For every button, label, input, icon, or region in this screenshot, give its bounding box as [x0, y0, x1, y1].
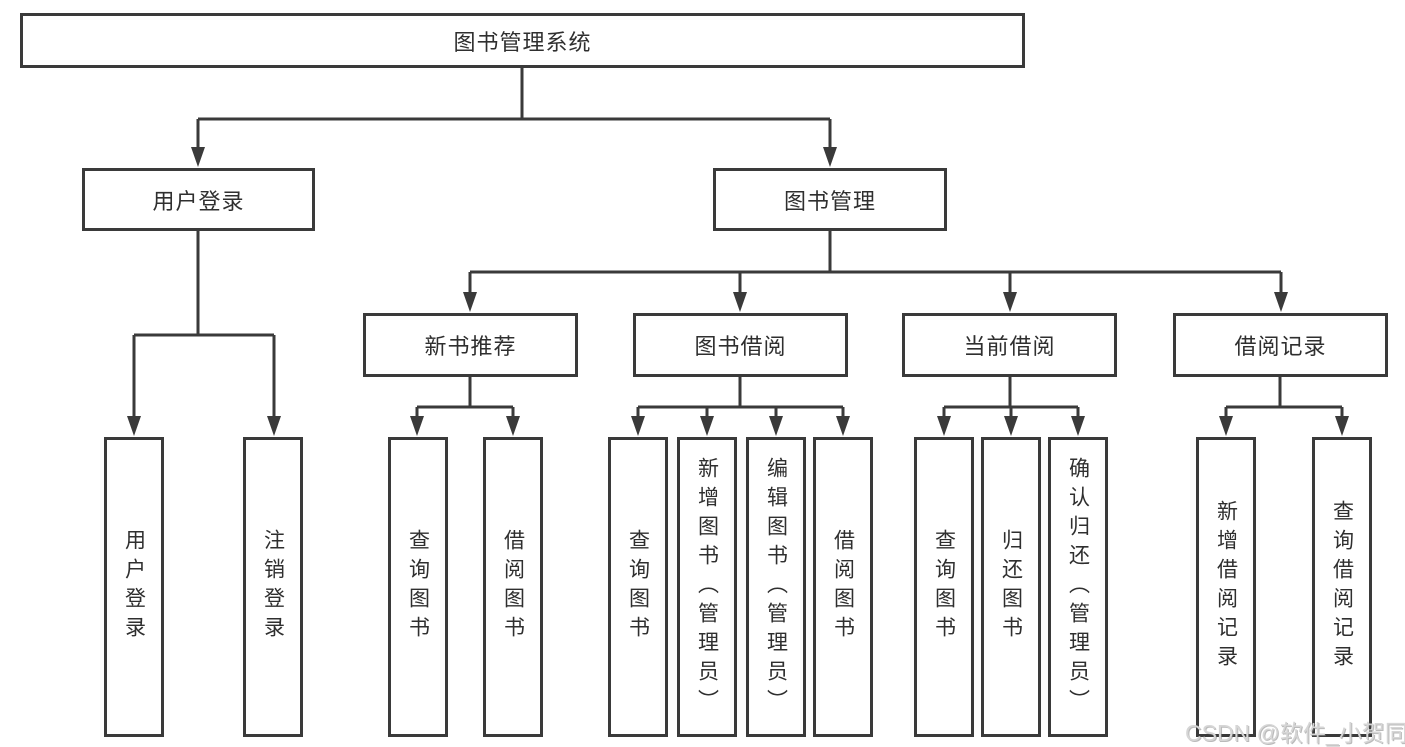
leaf-edit-books-admin: 编辑图书（管理员） [746, 437, 806, 737]
leaf-current-query-books: 查询图书 [914, 437, 974, 737]
leaf-user-login: 用户登录 [104, 437, 164, 737]
leaf-recommend-borrow-books: 借阅图书 [483, 437, 543, 737]
leaf-borrow-books: 借阅图书 [813, 437, 873, 737]
leaf-query-borrow-record: 查询借阅记录 [1312, 437, 1372, 737]
leaf-logout: 注销登录 [243, 437, 303, 737]
node-current-borrowing: 当前借阅 [902, 313, 1117, 377]
node-new-book-recommend: 新书推荐 [363, 313, 578, 377]
leaf-confirm-return-admin: 确认归还（管理员） [1048, 437, 1108, 737]
node-library-system: 图书管理系统 [20, 13, 1025, 68]
csdn-watermark: CSDN @软件_小贺同学 [1185, 720, 1405, 746]
node-book-borrowing: 图书借阅 [633, 313, 848, 377]
leaf-recommend-query-books: 查询图书 [388, 437, 448, 737]
leaf-return-books: 归还图书 [981, 437, 1041, 737]
node-user-login: 用户登录 [82, 168, 315, 231]
leaf-add-borrow-record: 新增借阅记录 [1196, 437, 1256, 737]
node-borrowing-records: 借阅记录 [1173, 313, 1388, 377]
node-book-management: 图书管理 [713, 168, 947, 231]
leaf-add-books-admin: 新增图书（管理员） [677, 437, 737, 737]
leaf-borrow-query-books: 查询图书 [608, 437, 668, 737]
